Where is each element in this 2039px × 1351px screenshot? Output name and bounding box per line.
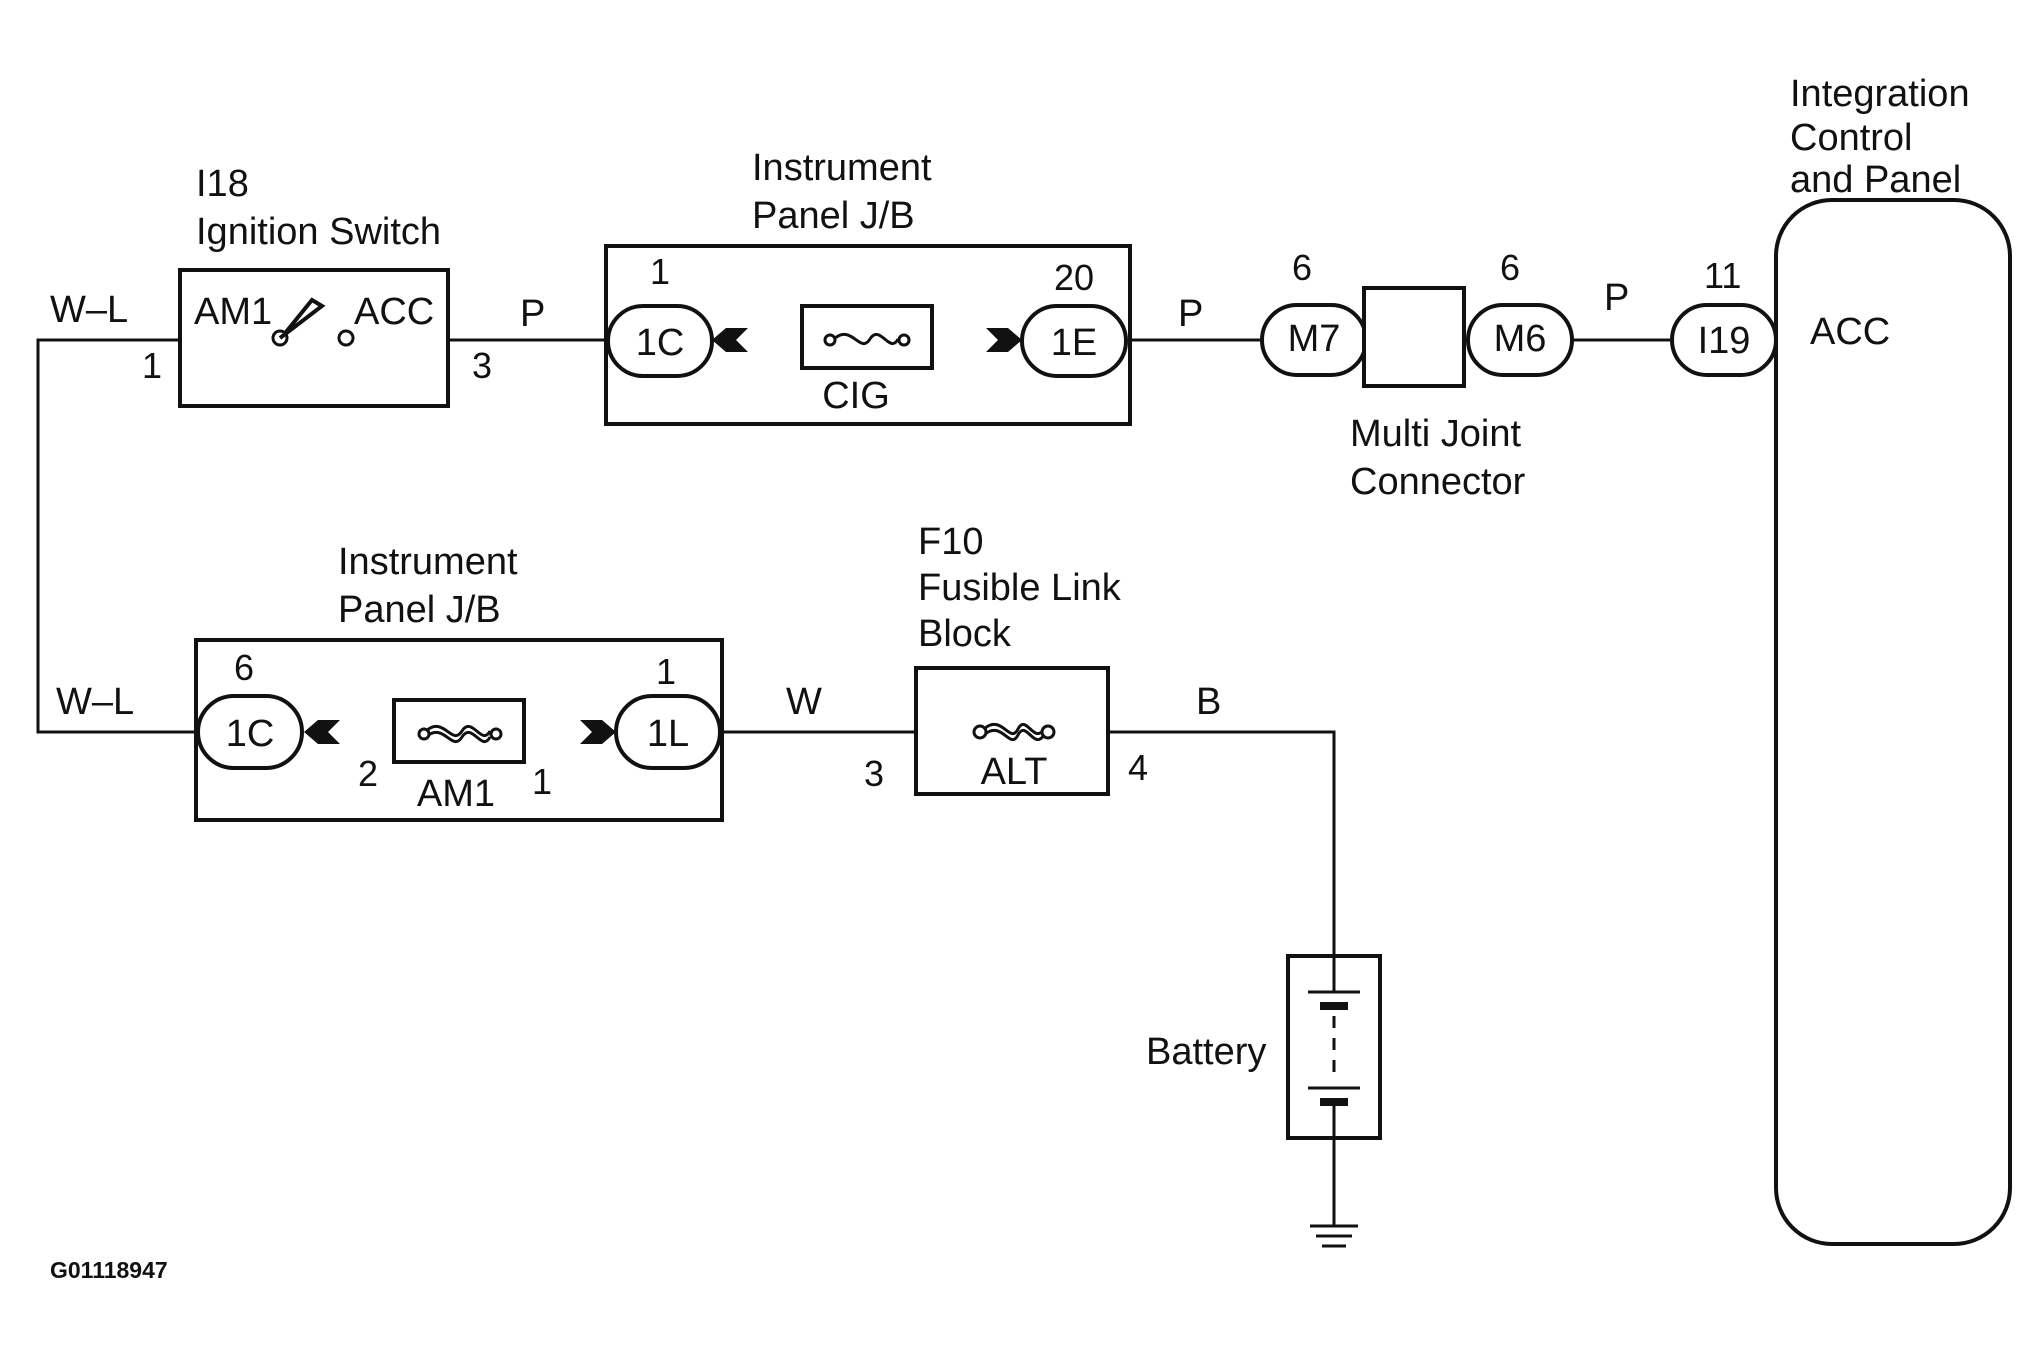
fuse-am1-box [392,698,526,764]
wire-wl-loop [36,338,198,734]
fuse-cig-box [800,304,934,370]
battery-label: Battery [1146,1031,1266,1073]
fuse-alt-icon-double [983,728,1046,742]
wire-label-w: W [786,681,822,723]
fusible-link-title-1: Fusible Link [918,567,1122,609]
instrument-jb-top-title-2: Panel J/B [752,195,915,237]
fuse-am1-icon-double [425,730,492,744]
instrument-jb-bottom: Instrument Panel J/B 6 1 1C 1L AM1 2 1 [194,541,724,822]
connector-1l-label: 1L [647,713,689,755]
switch-contact-right [337,329,355,347]
icp-title-2: Control [1790,117,1913,159]
mjc-title-2: Connector [1350,461,1526,503]
integration-control-panel: Integration Control and Panel 11 I19 ACC [1670,73,2012,1246]
connector-1c-top-label: 1C [636,322,685,364]
wire-b-fl-to-battery [1064,730,1336,958]
arrow-right-icon [986,328,1022,352]
fuse-cig-icon [833,332,900,346]
fusible-link-pin-3: 3 [864,753,884,794]
jb-top-left-pin: 1 [650,251,670,292]
ground-icon [1310,1224,1358,1248]
fuse-am1-pin-2: 2 [358,753,378,794]
connector-m6-label: M6 [1494,318,1547,360]
fuse-cig-label: CIG [822,375,890,417]
wire-label-p-2: P [1178,293,1203,335]
wire-label-wl-top: W–L [50,289,128,331]
jb-bottom-left-pin: 6 [234,647,254,688]
connector-i19 [1670,303,1778,377]
icp-terminal-acc: ACC [1810,311,1890,353]
fuse-alt-contact-left [972,724,988,740]
arrow-right-icon [580,720,616,744]
ignition-terminal-am1: AM1 [194,291,272,333]
mjc-left-pin: 6 [1292,247,1312,288]
mjc-body [1362,286,1466,388]
arrow-left-icon [304,720,340,744]
icp-title-1: Integration [1790,73,1970,115]
fuse-am1-contact-right [489,727,503,741]
ignition-pin-3: 3 [472,345,492,386]
fuse-am1-icon [425,724,492,738]
switch-lever-icon [278,297,326,340]
fuse-cig-contact-left [823,333,837,347]
fusible-link-block: F10 Fusible Link Block ALT 3 4 [864,521,1148,796]
instrument-jb-top: Instrument Panel J/B 1 20 1C 1E CIG [604,147,1132,426]
wire-label-p-3: P [1604,277,1629,319]
ignition-terminal-acc: ACC [354,291,434,333]
arrow-left-icon [712,328,748,352]
mjc-title-1: Multi Joint [1350,413,1521,455]
ignition-switch-box [178,268,450,408]
instrument-jb-top-title-1: Instrument [752,147,932,189]
connector-1c-bottom-label: 1C [226,713,275,755]
multi-joint-connector: 6 6 M7 M6 Multi Joint Connector [1260,247,1574,503]
wire-color-labels: W–L W–L P P P W B [50,277,1629,723]
fuse-alt-icon [983,722,1046,736]
jb-bottom-right-pin: 1 [656,651,676,692]
connector-m6 [1466,303,1574,377]
fuse-alt-contact-right [1040,724,1056,740]
fuse-alt-label: ALT [981,751,1048,793]
wire-label-wl-bottom: W–L [56,681,134,723]
ignition-pin-1: 1 [142,345,162,386]
icp-body [1774,198,2012,1246]
fuse-am1-label: AM1 [417,773,495,815]
fusible-link-box [914,666,1110,796]
connector-i19-label: I19 [1698,320,1751,362]
connector-1e-top [1020,304,1128,378]
icp-title-3: and Panel [1790,159,1961,201]
ignition-switch-code: I18 [196,163,249,205]
mjc-right-pin: 6 [1500,247,1520,288]
fusible-link-title-2: Block [918,613,1012,655]
fuse-cig-contact-right [897,333,911,347]
connector-1c-top [606,304,714,378]
connector-1c-bottom [196,694,304,770]
instrument-jb-bottom-title-2: Panel J/B [338,589,501,631]
fuse-am1-contact-left [417,727,431,741]
connector-1e-top-label: 1E [1051,322,1097,364]
wire-label-p-1: P [520,293,545,335]
ignition-switch: I18 Ignition Switch AM1 ACC 1 3 [142,163,492,408]
fusible-link-pin-4: 4 [1128,747,1148,788]
ignition-switch-name: Ignition Switch [196,211,441,253]
wire-label-b: B [1196,681,1221,723]
fuse-am1-pin-1: 1 [532,761,552,802]
figure-code: G01118947 [50,1257,168,1283]
connector-m7-label: M7 [1288,318,1341,360]
fusible-link-code: F10 [918,521,983,563]
jb-top-right-pin: 20 [1054,257,1094,298]
icp-pin: 11 [1704,255,1741,296]
instrument-jb-bottom-title-1: Instrument [338,541,518,583]
battery: Battery [1146,954,1382,1140]
